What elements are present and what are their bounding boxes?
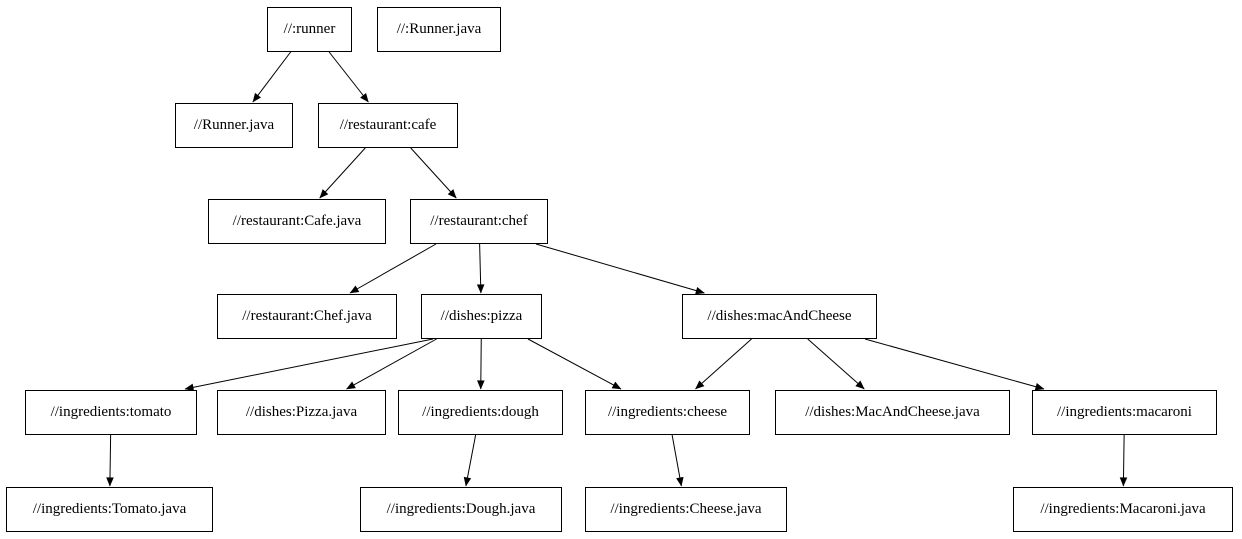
node-label: //dishes:pizza [440, 308, 523, 324]
node-label: //ingredients:Tomato.java [32, 501, 187, 517]
edge-dishes-pizza-to-ingredients-tomato [184, 338, 434, 392]
edge-ingredients-tomato-to-ingredients-tomato-java [106, 434, 114, 487]
graph-node-dishes-pizza-java: //dishes:Pizza.java [217, 390, 386, 435]
node-label: //ingredients:Dough.java [386, 501, 536, 517]
node-label: //Runner.java [193, 117, 275, 133]
node-label: //:Runner.java [396, 21, 482, 37]
edge-restaurant-cafe-to-restaurant-cafe-java [319, 147, 366, 199]
graph-node-restaurant-cafe: //restaurant:cafe [318, 103, 458, 148]
graph-node-ingredients-tomato: //ingredients:tomato [25, 390, 197, 435]
node-label: //restaurant:chef [430, 213, 528, 229]
graph-node-dishes-pizza: //dishes:pizza [421, 294, 542, 339]
node-label: //ingredients:Cheese.java [610, 501, 762, 517]
graph-node-runner-java: //Runner.java [175, 103, 293, 148]
edge-ingredients-dough-to-ingredients-dough-java [463, 434, 477, 487]
node-label: //restaurant:Chef.java [242, 308, 372, 324]
edge-dishes-pizza-to-ingredients-cheese [527, 338, 622, 390]
node-label: //:runner [283, 21, 336, 37]
graph-edges [106, 51, 1128, 487]
graph-node-ingredients-macaroni: //ingredients:macaroni [1032, 390, 1217, 435]
graph-node-root-runner-java: //:Runner.java [377, 7, 501, 52]
graph-node-ingredients-dough-java: //ingredients:Dough.java [360, 487, 562, 532]
graph-node-ingredients-macaroni-java: //ingredients:Macaroni.java [1013, 487, 1233, 532]
node-label: //dishes:MacAndCheese.java [805, 404, 980, 420]
node-label: //ingredients:Macaroni.java [1040, 501, 1206, 517]
edge-dishes-mac-and-cheese-to-ingredients-macaroni [864, 338, 1045, 391]
graph-node-dishes-mac-and-cheese-java: //dishes:MacAndCheese.java [775, 390, 1010, 435]
node-label: //dishes:macAndCheese [707, 308, 852, 324]
edge-restaurant-chef-to-restaurant-chef-java [349, 243, 437, 294]
graph-node-dishes-mac-and-cheese: //dishes:macAndCheese [682, 294, 877, 339]
edge-ingredients-macaroni-to-ingredients-macaroni-java [1119, 434, 1128, 487]
edge-restaurant-chef-to-dishes-mac-and-cheese [535, 243, 705, 295]
graph-node-ingredients-cheese: //ingredients:cheese [585, 390, 750, 435]
edge-dishes-pizza-to-dishes-pizza-java [346, 338, 437, 390]
edge-dishes-mac-and-cheese-to-dishes-mac-and-cheese-java [807, 338, 865, 390]
edge-restaurant-chef-to-dishes-pizza [476, 243, 485, 294]
edge-dishes-pizza-to-ingredients-dough [477, 338, 485, 390]
graph-node-ingredients-dough: //ingredients:dough [398, 390, 563, 435]
node-label: //ingredients:macaroni [1057, 404, 1192, 420]
edge-runner-to-restaurant-cafe [328, 51, 369, 103]
graph-node-restaurant-chef: //restaurant:chef [410, 199, 548, 244]
graph-node-ingredients-cheese-java: //ingredients:Cheese.java [585, 487, 787, 532]
node-label: //restaurant:Cafe.java [232, 213, 362, 229]
edge-dishes-mac-and-cheese-to-ingredients-cheese [695, 338, 752, 390]
edge-restaurant-cafe-to-restaurant-chef [410, 147, 457, 199]
node-label: //ingredients:cheese [607, 404, 728, 420]
graph-node-restaurant-cafe-java: //restaurant:Cafe.java [208, 199, 386, 244]
node-label: //restaurant:cafe [339, 117, 437, 133]
graph-node-restaurant-chef-java: //restaurant:Chef.java [217, 294, 397, 339]
node-label: //ingredients:dough [422, 404, 539, 420]
graph-node-ingredients-tomato-java: //ingredients:Tomato.java [6, 487, 213, 532]
graph-node-runner: //:runner [267, 7, 352, 52]
node-label: //dishes:Pizza.java [245, 404, 358, 420]
edge-ingredients-cheese-to-ingredients-cheese-java [671, 434, 684, 487]
node-label: //ingredients:tomato [50, 404, 172, 420]
edge-runner-to-runner-java [252, 51, 292, 103]
